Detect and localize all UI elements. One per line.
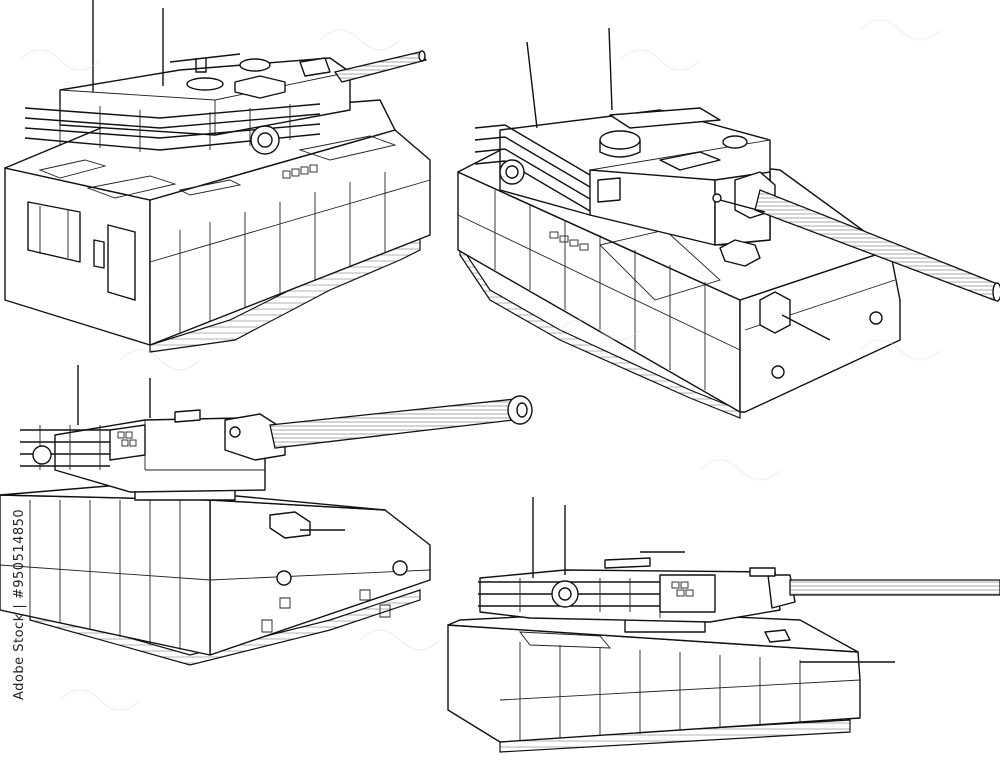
stock-id-label: Adobe Stock | #950514850: [12, 508, 27, 700]
tank-view-rear-left: [4, 0, 431, 353]
tank-view-front-right: [457, 27, 1000, 419]
tank-view-left-side: [0, 365, 533, 666]
tank-view-right-side: [447, 497, 1000, 753]
